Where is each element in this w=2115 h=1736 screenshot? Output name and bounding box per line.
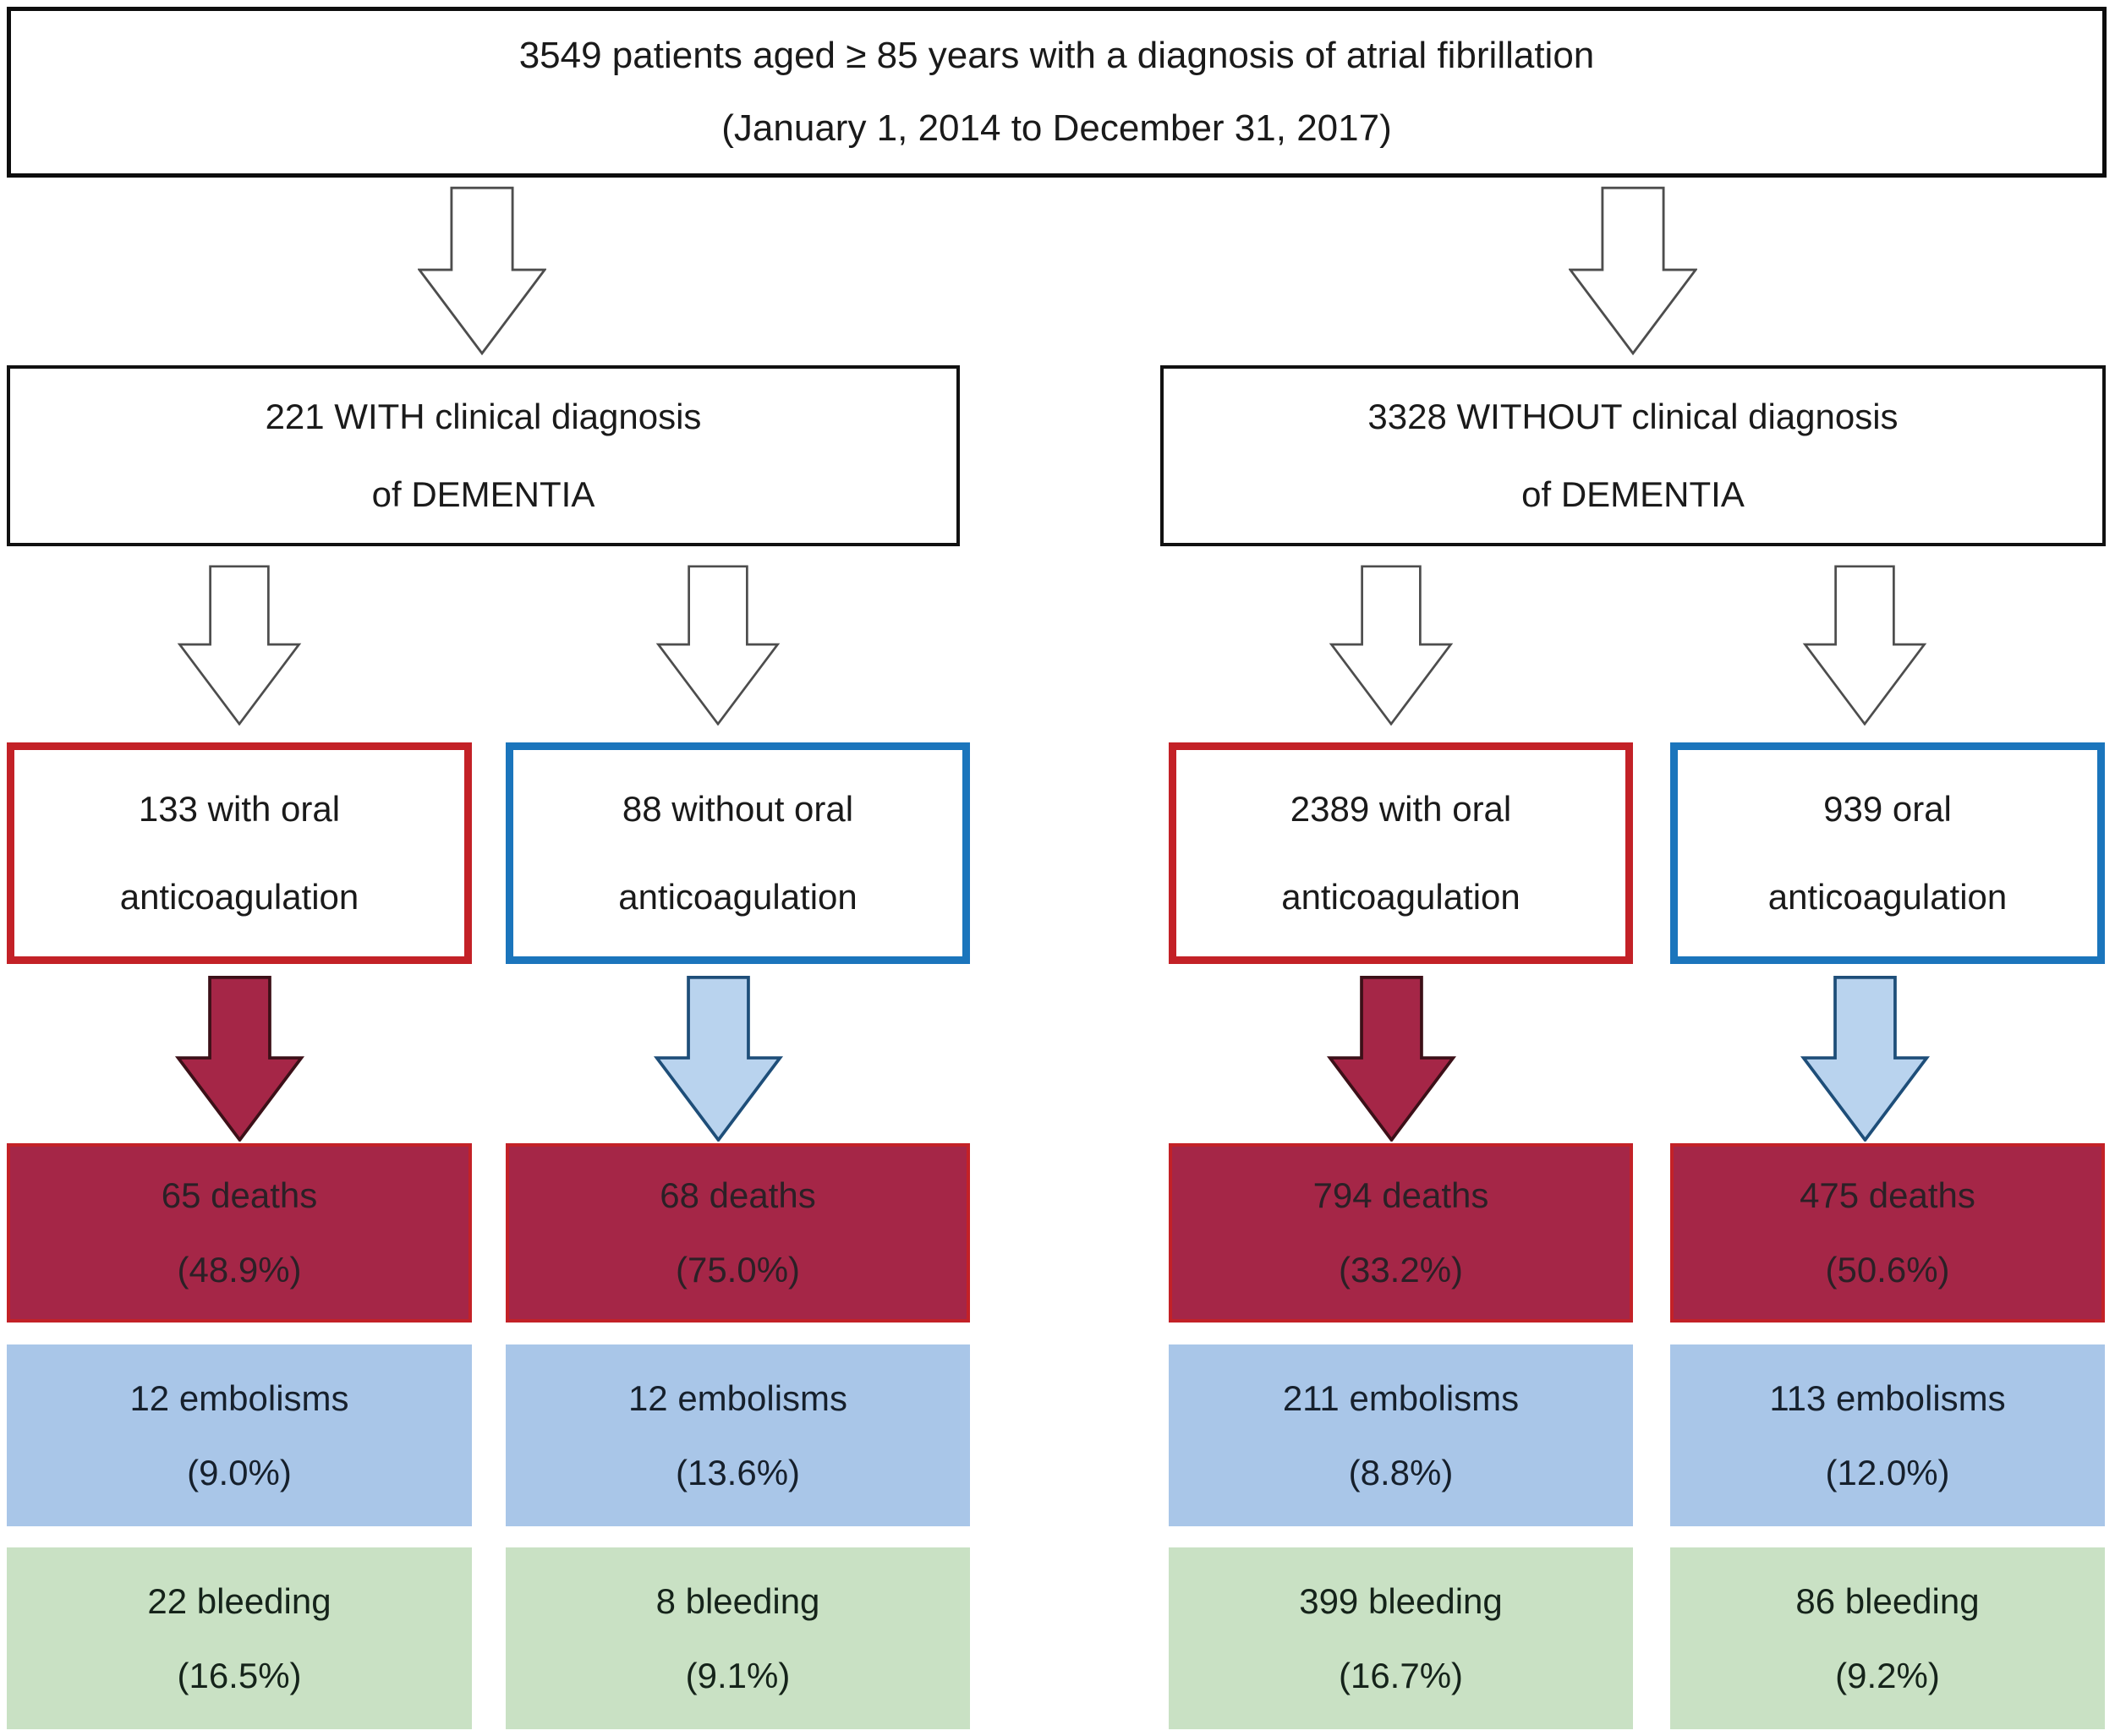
title-box: 3549 patients aged ≥ 85 years with a dia… bbox=[7, 7, 2107, 178]
deaths-box: 794 deaths (33.2%) bbox=[1169, 1143, 1633, 1323]
bleeding-box: 22 bleeding (16.5%) bbox=[7, 1547, 472, 1729]
oac-box-with-dementia-with-oac: 133 with oral anticoagulation bbox=[7, 742, 472, 964]
deaths-count: 68 deaths bbox=[660, 1175, 816, 1215]
bleeding-count: 399 bleeding bbox=[1299, 1580, 1503, 1621]
deaths-count: 475 deaths bbox=[1800, 1175, 1975, 1215]
deaths-box: 475 deaths (50.6%) bbox=[1670, 1143, 2105, 1323]
embolisms-percent: (9.0%) bbox=[187, 1452, 292, 1492]
bleeding-box: 8 bleeding (9.1%) bbox=[506, 1547, 970, 1729]
branch-line-1: 221 WITH clinical diagnosis bbox=[265, 397, 702, 436]
deaths-percent: (48.9%) bbox=[177, 1250, 302, 1290]
deaths-percent: (33.2%) bbox=[1338, 1250, 1464, 1290]
embolisms-count: 12 embolisms bbox=[129, 1377, 349, 1418]
bleeding-percent: (9.2%) bbox=[1835, 1655, 1940, 1695]
branch-line-1: 3328 WITHOUT clinical diagnosis bbox=[1367, 397, 1899, 436]
embolisms-count: 113 embolisms bbox=[1769, 1377, 2006, 1418]
down-arrow-icon bbox=[1569, 183, 1697, 359]
down-arrow-blue-icon bbox=[1800, 976, 1931, 1142]
down-arrow-blue-icon bbox=[653, 976, 784, 1142]
deaths-count: 65 deaths bbox=[161, 1175, 318, 1215]
bleeding-count: 22 bleeding bbox=[147, 1580, 331, 1621]
bleeding-percent: (9.1%) bbox=[685, 1655, 791, 1695]
embolisms-percent: (13.6%) bbox=[675, 1452, 801, 1492]
down-arrow-icon bbox=[655, 565, 781, 726]
deaths-box: 68 deaths (75.0%) bbox=[506, 1143, 970, 1323]
down-arrow-icon bbox=[1801, 565, 1928, 726]
oac-line-1: 88 without oral bbox=[622, 789, 854, 829]
down-arrow-red-icon bbox=[174, 976, 305, 1142]
oac-line-1: 939 oral bbox=[1823, 789, 1952, 829]
oac-line-1: 133 with oral bbox=[138, 789, 341, 829]
embolisms-box: 12 embolisms (13.6%) bbox=[506, 1344, 970, 1526]
deaths-percent: (50.6%) bbox=[1825, 1250, 1950, 1290]
embolisms-count: 12 embolisms bbox=[627, 1377, 848, 1418]
oac-line-1: 2389 with oral bbox=[1290, 789, 1512, 829]
title-line-1: 3549 patients aged ≥ 85 years with a dia… bbox=[518, 35, 1595, 76]
embolisms-box: 113 embolisms (12.0%) bbox=[1670, 1344, 2105, 1526]
branch-box-without-dementia: 3328 WITHOUT clinical diagnosis of DEMEN… bbox=[1160, 365, 2106, 546]
embolisms-box: 12 embolisms (9.0%) bbox=[7, 1344, 472, 1526]
bleeding-percent: (16.7%) bbox=[1338, 1655, 1464, 1695]
down-arrow-red-icon bbox=[1326, 976, 1457, 1142]
embolisms-count: 211 embolisms bbox=[1282, 1377, 1520, 1418]
oac-box-without-dementia-without-oac: 939 oral anticoagulation bbox=[1670, 742, 2105, 964]
oac-line-2: anticoagulation bbox=[119, 877, 359, 917]
oac-box-with-dementia-without-oac: 88 without oral anticoagulation bbox=[506, 742, 970, 964]
bleeding-percent: (16.5%) bbox=[177, 1655, 302, 1695]
branch-line-2: of DEMENTIA bbox=[1521, 474, 1745, 514]
bleeding-count: 8 bleeding bbox=[655, 1580, 820, 1621]
down-arrow-icon bbox=[418, 183, 546, 359]
branch-box-with-dementia: 221 WITH clinical diagnosis of DEMENTIA bbox=[7, 365, 960, 546]
oac-line-2: anticoagulation bbox=[1767, 877, 2008, 917]
deaths-percent: (75.0%) bbox=[675, 1250, 801, 1290]
deaths-box: 65 deaths (48.9%) bbox=[7, 1143, 472, 1323]
down-arrow-icon bbox=[176, 565, 303, 726]
oac-box-without-dementia-with-oac: 2389 with oral anticoagulation bbox=[1169, 742, 1633, 964]
embolisms-percent: (12.0%) bbox=[1825, 1452, 1950, 1492]
embolisms-box: 211 embolisms (8.8%) bbox=[1169, 1344, 1633, 1526]
title-line-2: (January 1, 2014 to December 31, 2017) bbox=[721, 107, 1392, 149]
embolisms-percent: (8.8%) bbox=[1348, 1452, 1454, 1492]
branch-line-2: of DEMENTIA bbox=[371, 474, 595, 514]
bleeding-box: 86 bleeding (9.2%) bbox=[1670, 1547, 2105, 1729]
bleeding-count: 86 bleeding bbox=[1795, 1580, 1980, 1621]
bleeding-box: 399 bleeding (16.7%) bbox=[1169, 1547, 1633, 1729]
deaths-count: 794 deaths bbox=[1312, 1175, 1489, 1215]
oac-line-2: anticoagulation bbox=[1281, 877, 1520, 917]
oac-line-2: anticoagulation bbox=[618, 877, 858, 917]
down-arrow-icon bbox=[1328, 565, 1455, 726]
